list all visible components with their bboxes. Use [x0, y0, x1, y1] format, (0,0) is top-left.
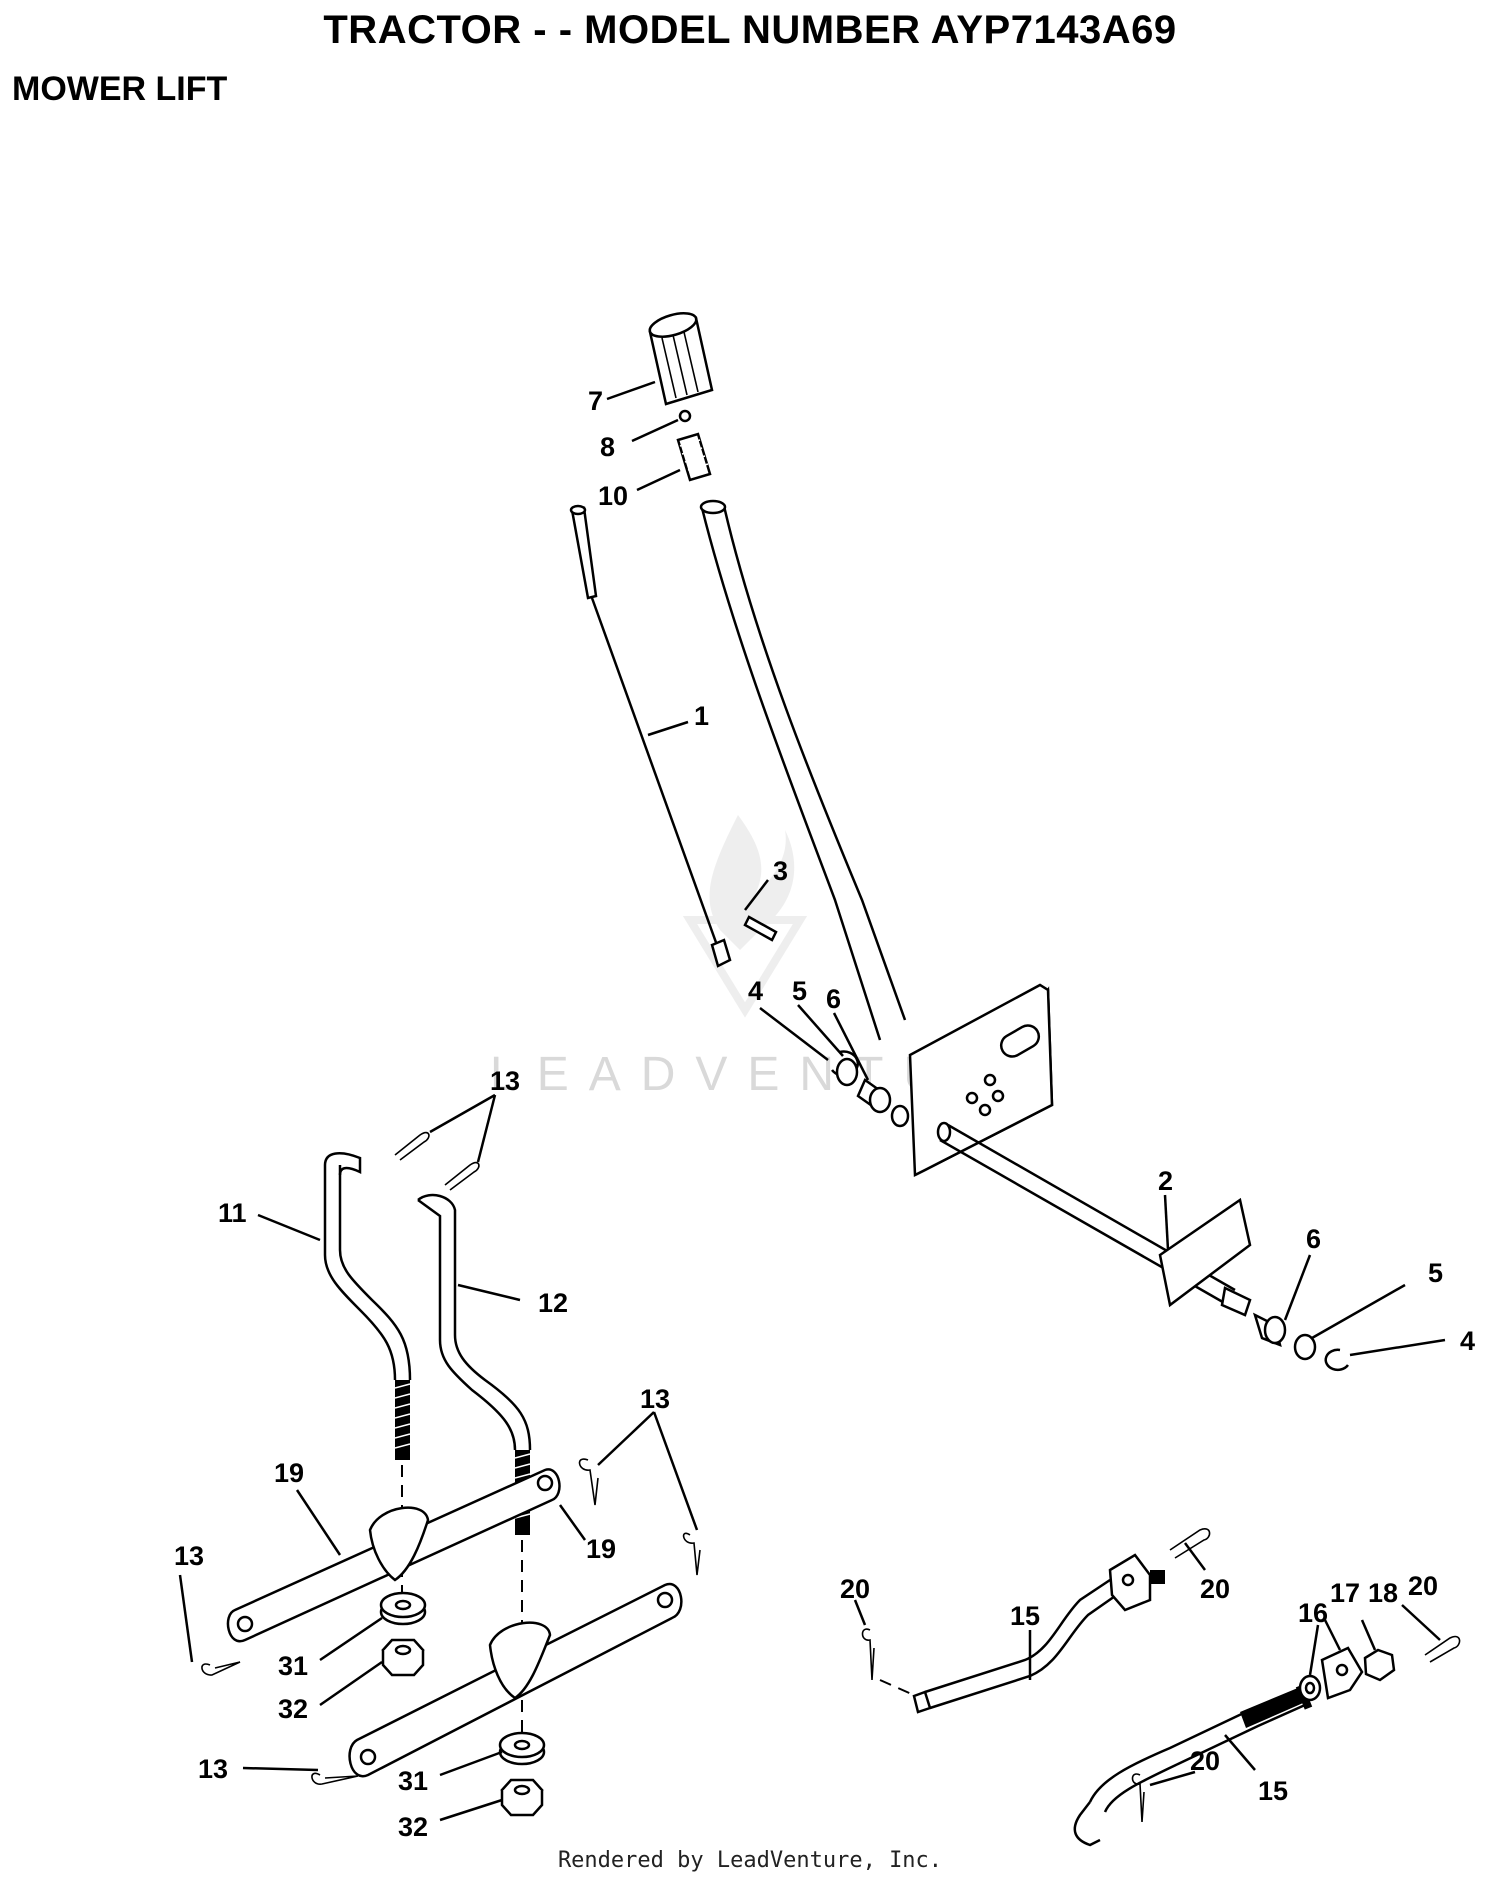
lift-arm-upper [226, 1468, 561, 1643]
callout-3: 3 [773, 856, 788, 886]
callout-1: 1 [694, 701, 709, 731]
callout-6-left: 6 [826, 984, 841, 1014]
bushing-lower [498, 1731, 546, 1766]
callout-8: 8 [600, 432, 615, 462]
lift-rod [569, 504, 732, 968]
callout-10: 10 [598, 481, 628, 511]
callout-12: 12 [538, 1288, 568, 1318]
callout-18: 18 [1368, 1578, 1398, 1608]
footer-credit: Rendered by LeadVenture, Inc. [557, 1848, 943, 1873]
callout-32-lower: 32 [398, 1812, 428, 1842]
hairpin-arm-2 [682, 1532, 701, 1576]
cross-shaft [936, 1121, 1252, 1317]
spring [676, 432, 712, 482]
callout-32-upper: 32 [278, 1694, 308, 1724]
nut-upper [381, 1638, 425, 1677]
section-title: MOWER LIFT [12, 70, 228, 108]
callout-31-lower: 31 [398, 1766, 428, 1796]
callout-4-left: 4 [748, 976, 763, 1006]
hairpin-top-2 [444, 1161, 480, 1191]
callout-13-top: 13 [490, 1066, 520, 1096]
lift-link-left [323, 1152, 412, 1460]
callout-31-upper: 31 [278, 1651, 308, 1681]
callout-5-right: 5 [1428, 1258, 1443, 1288]
callout-17: 17 [1330, 1578, 1360, 1608]
pin [743, 915, 778, 942]
hairpin-arm-1 [578, 1458, 599, 1506]
hairpin-rod-2 [1169, 1528, 1211, 1559]
page-title: TRACTOR - - MODEL NUMBER AYP7143A69 [323, 8, 1177, 52]
callouts: 7 8 10 1 3 4 5 6 2 6 5 4 13 11 12 13 19 … [174, 386, 1475, 1842]
callout-6-right: 6 [1306, 1224, 1321, 1254]
hairpin-top-1 [394, 1131, 430, 1161]
hairpin-arm-4 [311, 1772, 359, 1785]
hairpin-rod-3 [1424, 1635, 1461, 1663]
adjust-nut [1298, 1674, 1322, 1702]
hairpin-rod-1 [861, 1628, 875, 1681]
lever-bracket [908, 983, 1054, 1177]
leader-lines [178, 380, 1446, 1822]
callout-13-bottom: 13 [198, 1754, 228, 1784]
washer-left [835, 1057, 859, 1087]
leveling-rod-upper [912, 1553, 1165, 1714]
bushing-upper [379, 1591, 427, 1626]
lift-arm-lower [348, 1582, 683, 1778]
hairpin-arm-3 [201, 1661, 241, 1676]
washer-right [1293, 1333, 1317, 1361]
callout-20-bottom: 20 [1190, 1746, 1220, 1776]
nut-lower [500, 1778, 544, 1817]
ball [678, 409, 692, 423]
handle-grip [648, 312, 714, 406]
callout-20-mid: 20 [1200, 1574, 1230, 1604]
callout-19-upper: 19 [274, 1458, 304, 1488]
callout-7: 7 [588, 386, 603, 416]
callout-5-left: 5 [792, 976, 807, 1006]
callout-2: 2 [1158, 1166, 1173, 1196]
callout-4-right: 4 [1460, 1326, 1475, 1356]
callout-15-upper: 15 [1010, 1601, 1040, 1631]
callout-15-lower: 15 [1258, 1776, 1288, 1806]
callout-11: 11 [218, 1198, 247, 1228]
callout-13-right: 13 [640, 1384, 670, 1414]
bushing-right [1252, 1312, 1287, 1348]
callout-20-left: 20 [840, 1574, 870, 1604]
retaining-ring-right [1324, 1348, 1350, 1372]
callout-16: 16 [1298, 1598, 1328, 1628]
lock-nut [1363, 1648, 1396, 1682]
bushing-left [856, 1078, 910, 1128]
trunnion [1320, 1646, 1364, 1700]
callout-13-left: 13 [174, 1541, 204, 1571]
lift-lever [699, 499, 907, 1041]
callout-20-right: 20 [1408, 1571, 1438, 1601]
callout-19-lower: 19 [586, 1534, 616, 1564]
hairpin-rod-4 [1131, 1773, 1145, 1823]
